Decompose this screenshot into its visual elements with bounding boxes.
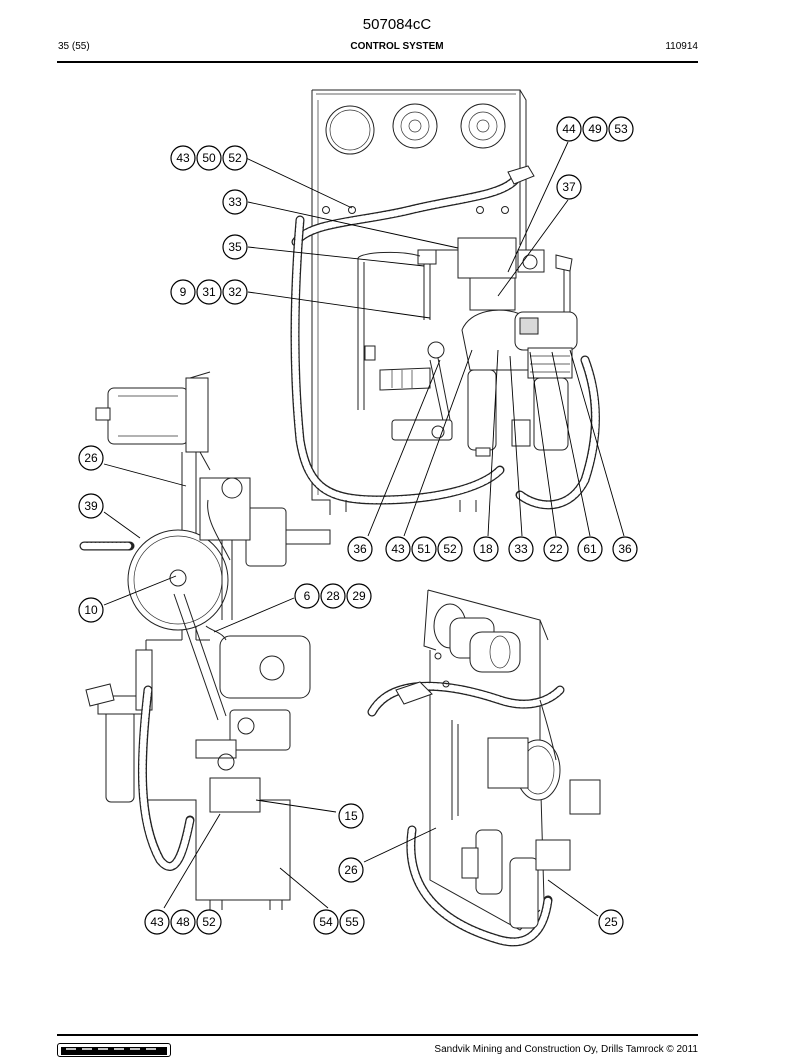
- callout-label: 53: [614, 122, 628, 136]
- callout-9-31-32: 9 31 32: [170, 279, 248, 305]
- callout-label: 26: [84, 451, 98, 465]
- callout-label: 31: [202, 285, 216, 299]
- callout-43-48-52: 43 48 52: [144, 909, 222, 935]
- callout-33-top: 33: [222, 189, 248, 215]
- callout-label: 32: [228, 285, 242, 299]
- callout-26-left: 26: [78, 445, 104, 471]
- callout-6-28-29: 6 28 29: [294, 583, 372, 609]
- callout-22: 22: [543, 536, 569, 562]
- callout-39: 39: [78, 493, 104, 519]
- callout-36-left: 36: [347, 536, 373, 562]
- callout-33-bottom: 33: [508, 536, 534, 562]
- callout-label: 52: [202, 915, 216, 929]
- callout-label: 6: [304, 589, 311, 603]
- callout-label: 15: [344, 809, 358, 823]
- top-assembly-drawing: [290, 89, 600, 515]
- callout-25: 25: [598, 909, 624, 935]
- callout-label: 36: [353, 542, 367, 556]
- callout-label: 33: [228, 195, 242, 209]
- callout-label: 50: [202, 151, 216, 165]
- callout-label: 44: [562, 122, 576, 136]
- right-assembly-drawing: [367, 589, 601, 947]
- document-number: 507084cC: [362, 16, 432, 33]
- callout-26-right: 26: [338, 857, 364, 883]
- callout-label: 28: [326, 589, 340, 603]
- callout-18: 18: [473, 536, 499, 562]
- callout-37: 37: [556, 174, 582, 200]
- callout-label: 29: [352, 589, 366, 603]
- callout-label: 55: [345, 915, 359, 929]
- callout-label: 52: [443, 542, 457, 556]
- callout-10: 10: [78, 597, 104, 623]
- callout-label: 36: [618, 542, 632, 556]
- callout-43-51-52: 43 51 52: [385, 536, 463, 562]
- callout-35: 35: [222, 234, 248, 260]
- leader-lines: [103, 141, 625, 917]
- copyright-text: Sandvik Mining and Construction Oy, Dril…: [434, 1044, 698, 1055]
- section-title: CONTROL SYSTEM: [350, 41, 444, 52]
- callout-43-50-52-top: 43 50 52: [170, 145, 248, 171]
- callout-label: 49: [588, 122, 602, 136]
- callout-label: 26: [344, 863, 358, 877]
- left-assembly-drawing: [79, 371, 331, 910]
- callout-label: 9: [180, 285, 187, 299]
- callout-15: 15: [338, 803, 364, 829]
- page-number: 35 (55): [58, 41, 90, 52]
- callout-label: 37: [562, 180, 576, 194]
- callout-label: 35: [228, 240, 242, 254]
- callout-label: 33: [514, 542, 528, 556]
- footer-rule: [57, 1034, 698, 1036]
- company-logo: [57, 1043, 171, 1057]
- callout-54-55: 54 55: [313, 909, 365, 935]
- callout-label: 18: [479, 542, 493, 556]
- callout-label: 10: [84, 603, 98, 617]
- callout-label: 43: [176, 151, 190, 165]
- callout-label: 51: [417, 542, 431, 556]
- callout-label: 52: [228, 151, 242, 165]
- date-code: 110914: [665, 41, 698, 52]
- callout-label: 61: [583, 542, 597, 556]
- callout-label: 54: [319, 915, 333, 929]
- callout-44-49-53: 44 49 53: [556, 116, 634, 142]
- callout-label: 43: [150, 915, 164, 929]
- callout-36-right: 36: [612, 536, 638, 562]
- header-rule: [57, 61, 698, 63]
- callout-label: 39: [84, 499, 98, 513]
- callout-label: 22: [549, 542, 563, 556]
- callout-label: 43: [391, 542, 405, 556]
- callout-61: 61: [577, 536, 603, 562]
- callout-label: 48: [176, 915, 190, 929]
- callout-label: 25: [604, 915, 618, 929]
